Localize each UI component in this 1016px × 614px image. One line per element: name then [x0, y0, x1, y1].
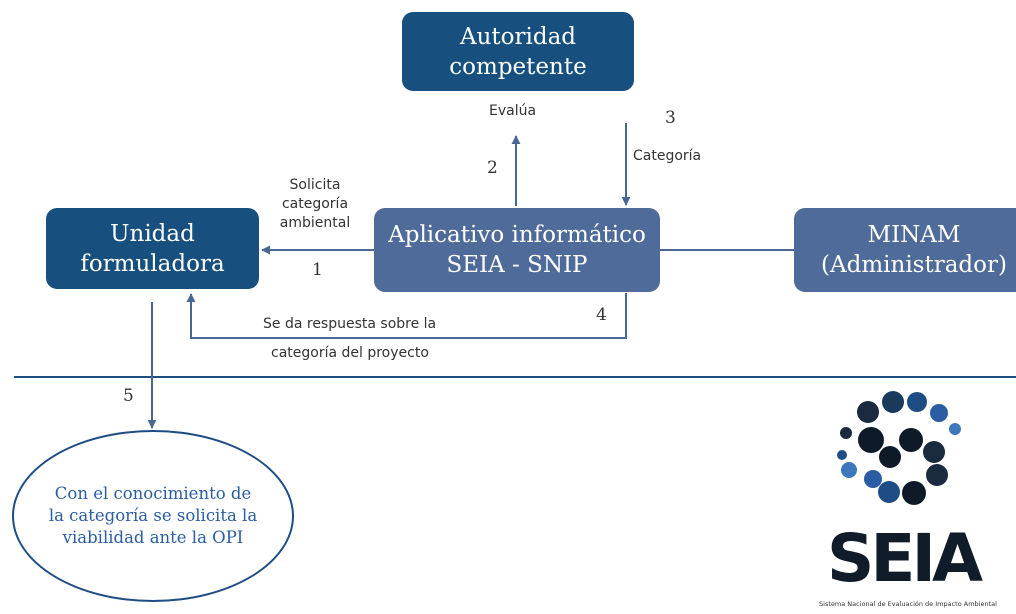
- node-label: Aplicativo informático: [388, 222, 646, 248]
- node-unidad-formuladora: Unidad formuladora: [46, 208, 259, 289]
- outcome-ellipse: Con el conocimiento de la categoría se s…: [12, 430, 294, 602]
- step-number-3: 3: [665, 108, 676, 128]
- seia-logo-dots: [837, 391, 961, 505]
- outcome-text: Con el conocimiento de la categoría se s…: [48, 484, 258, 547]
- node-aplicativo-informatico: Aplicativo informático SEIA - SNIP: [374, 208, 660, 292]
- node-label: Autoridad: [459, 23, 577, 50]
- node-autoridad-competente: Autoridad competente: [402, 12, 634, 91]
- edge-label-respuesta-line1: Se da respuesta sobre la: [263, 316, 437, 332]
- edge-label-categoria: Categoría: [633, 148, 702, 164]
- step-number-2: 2: [487, 158, 498, 178]
- seia-logo-wordmark: SEIA: [826, 520, 983, 597]
- arrow-respuesta: [186, 293, 627, 339]
- node-label: competente: [449, 53, 587, 80]
- node-label: formuladora: [80, 250, 225, 277]
- step-number-1: 1: [312, 260, 323, 280]
- node-label: (Administrador): [821, 252, 1007, 278]
- node-minam: MINAM (Administrador): [794, 208, 1016, 292]
- seia-logo-subtitle: Sistema Nacional de Evaluación de Impact…: [819, 600, 997, 608]
- node-label: MINAM: [867, 222, 961, 248]
- edge-label-respuesta-line2: categoría del proyecto: [271, 345, 429, 361]
- step-number-4: 4: [596, 305, 607, 325]
- edge-label-evalua: Evalúa: [489, 103, 537, 119]
- edge-label-solicita: Solicita categoría ambiental: [279, 177, 351, 231]
- node-label: Unidad: [110, 220, 195, 247]
- node-label: SEIA - SNIP: [446, 252, 588, 278]
- step-number-5: 5: [123, 386, 134, 406]
